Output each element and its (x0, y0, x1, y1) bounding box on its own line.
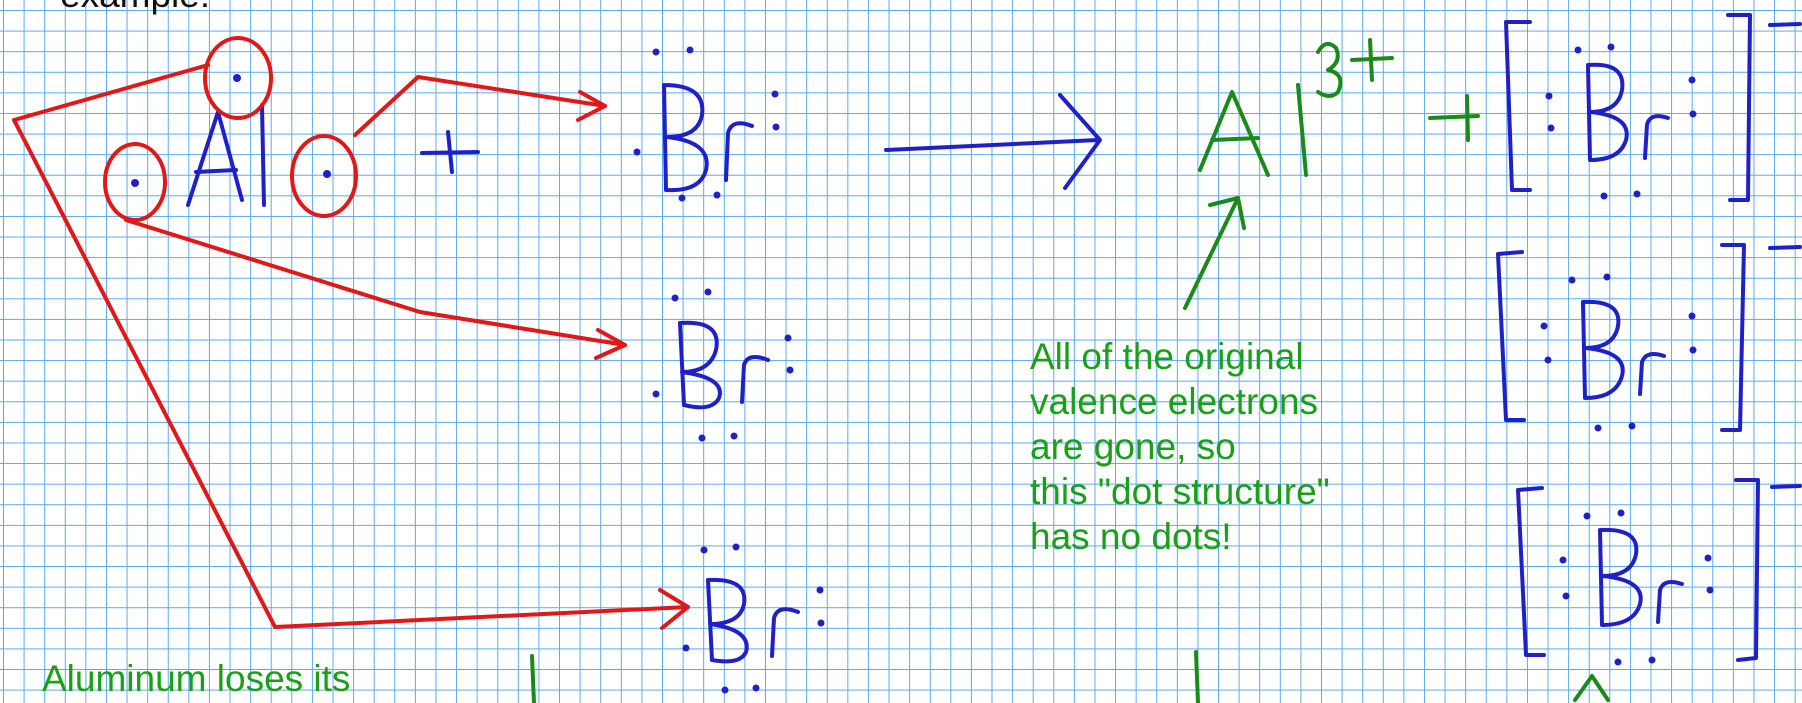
electron-circles (103, 36, 358, 222)
al-ion-product (1183, 38, 1394, 310)
note-line-4: this "dot structure" (1030, 471, 1330, 512)
plus-sign-left (420, 130, 480, 174)
bottom-text: Aluminum loses its (42, 658, 351, 699)
br-ion-3 (1516, 478, 1802, 702)
top-text: example! (60, 0, 210, 17)
reaction-arrow (884, 93, 1102, 190)
br-atom-1 (633, 46, 780, 202)
note-line-5: has no dots! (1030, 516, 1232, 557)
note-line-3: are gone, so (1030, 426, 1236, 467)
electron-transfer-arrows (12, 63, 690, 630)
br-atom-2 (652, 288, 794, 442)
note-line-2: valence electrons (1030, 381, 1318, 422)
note-line-1: All of the original (1030, 336, 1304, 377)
plus-sign-right (1428, 94, 1480, 142)
br-ion-2 (1496, 243, 1802, 432)
bottom-edge-strokes (530, 650, 1200, 703)
br-ion-1 (1504, 13, 1802, 202)
br-atom-3 (682, 543, 825, 694)
aluminum-atom (131, 74, 331, 207)
explanation-note: All of the original valence electrons ar… (1030, 334, 1330, 559)
